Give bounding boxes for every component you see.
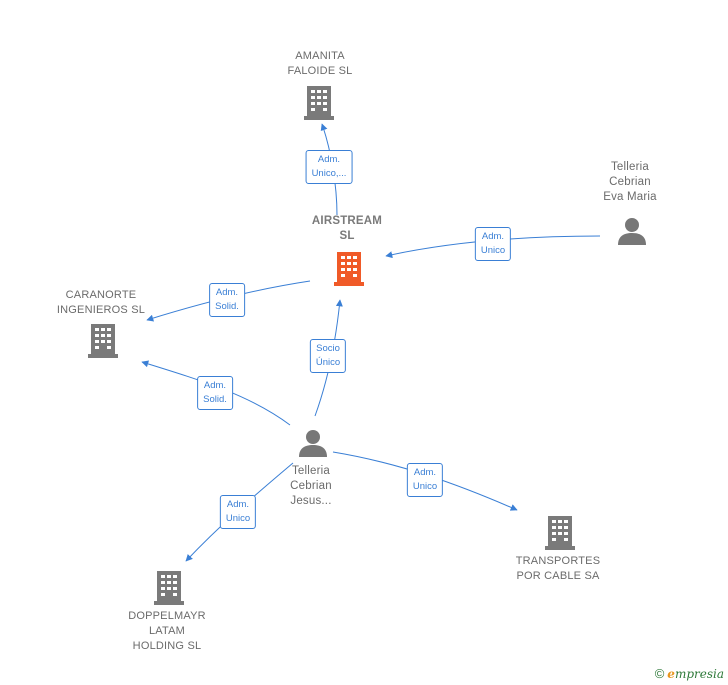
node-label-jesus[interactable]: Telleria Cebrian Jesus... xyxy=(290,465,332,507)
brand-logo: empresia xyxy=(667,667,724,681)
node-label-amanita[interactable]: AMANITA FALOIDE SL xyxy=(287,50,353,77)
node-label-doppelmayr[interactable]: DOPPELMAYR LATAM HOLDING SL xyxy=(128,610,206,652)
building-icon[interactable] xyxy=(88,322,118,358)
person-icon[interactable] xyxy=(298,428,328,458)
edge-label-airstream-caranorte[interactable]: Adm. Solid. xyxy=(209,283,245,317)
node-label-airstream[interactable]: AIRSTREAM SL xyxy=(311,215,383,242)
brand-initial: e xyxy=(667,666,675,681)
node-label-eva[interactable]: Telleria Cebrian Eva Maria xyxy=(603,161,657,203)
edge-label-airstream-amanita[interactable]: Adm. Unico,... xyxy=(305,150,353,184)
edge-label-jesus-transportes[interactable]: Adm. Unico xyxy=(406,463,444,497)
copyright-symbol: © xyxy=(654,666,665,681)
building-icon[interactable] xyxy=(304,84,334,120)
edge-label-eva-airstream[interactable]: Adm. Unico xyxy=(474,227,512,261)
footer-brand: © empresia xyxy=(655,666,724,681)
building-icon[interactable] xyxy=(154,569,184,605)
person-icon[interactable] xyxy=(617,216,647,246)
building-icon[interactable] xyxy=(334,250,364,286)
brand-name: mpresia xyxy=(674,666,724,681)
node-label-transportes[interactable]: TRANSPORTES POR CABLE SA xyxy=(515,555,601,582)
edge-label-jesus-doppelmayr[interactable]: Adm. Unico xyxy=(219,495,257,529)
building-icon[interactable] xyxy=(545,514,575,550)
edge-label-jesus-caranorte[interactable]: Adm. Solid. xyxy=(197,376,233,410)
node-label-caranorte[interactable]: CARANORTE INGENIEROS SL xyxy=(56,289,146,316)
edge-label-jesus-airstream[interactable]: Socio Único xyxy=(309,339,347,373)
